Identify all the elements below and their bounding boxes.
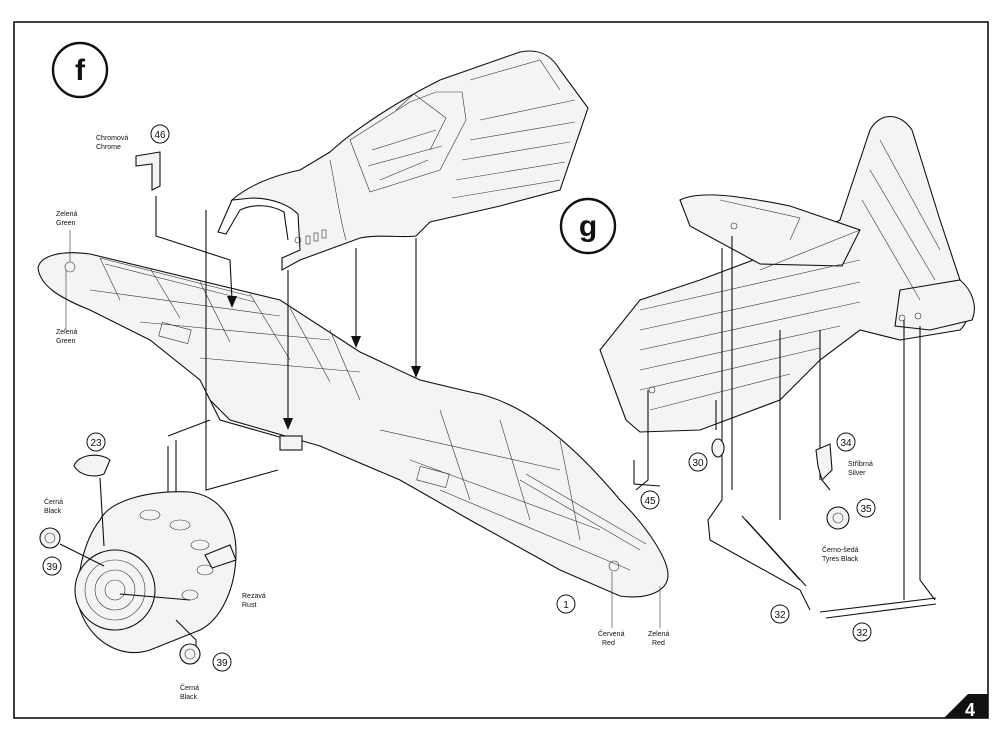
svg-text:f: f (75, 54, 86, 87)
step-f-badge: f (51, 41, 109, 99)
svg-text:Chrome: Chrome (96, 144, 121, 151)
svg-text:4: 4 (965, 700, 975, 720)
svg-text:Black: Black (44, 508, 62, 515)
tail-assembly-part (599, 115, 975, 433)
part-34: 34 (815, 432, 856, 491)
svg-text:30: 30 (692, 458, 704, 469)
wing-part (37, 252, 669, 598)
part-45: 45 (633, 460, 661, 510)
svg-text:Green: Green (56, 220, 76, 227)
assembly-lines-g (635, 236, 937, 619)
engine-cowling-part (74, 491, 237, 654)
svg-text:Rezavá: Rezavá (242, 593, 266, 600)
svg-text:45: 45 (644, 496, 656, 507)
svg-text:34: 34 (840, 438, 852, 449)
svg-text:Černo-šedá: Černo-šedá (822, 545, 859, 554)
part-30: 30 (688, 438, 725, 472)
svg-text:39: 39 (216, 658, 228, 669)
svg-text:35: 35 (860, 504, 872, 515)
svg-text:Černá: Černá (44, 497, 63, 506)
svg-text:Black: Black (180, 694, 198, 701)
part-23: 23 (73, 432, 111, 547)
svg-text:Chromová: Chromová (96, 135, 128, 142)
page-frame (13, 21, 989, 719)
svg-text:32: 32 (856, 628, 868, 639)
page-number-badge: 4 (944, 694, 988, 720)
svg-text:46: 46 (154, 130, 166, 141)
svg-text:Černá: Černá (180, 683, 199, 692)
step-g-badge: g (559, 197, 617, 255)
svg-text:39: 39 (46, 562, 58, 573)
part-39-rings: 39 39 (39, 527, 232, 672)
svg-text:Zelená: Zelená (56, 329, 78, 336)
callout-1: 1 (556, 594, 576, 614)
svg-text:1: 1 (563, 600, 569, 611)
fuselage-part (217, 50, 589, 271)
part-46: 46 (135, 124, 170, 191)
paint-labels-g: Stříbrná Silver Černo-šedá Tyres Black (822, 461, 873, 563)
svg-text:Červená: Červená (598, 629, 625, 638)
paint-labels-f: Chromová Chrome Zelená Green Zelená Gree… (44, 135, 670, 701)
svg-text:23: 23 (90, 438, 102, 449)
svg-text:Silver: Silver (848, 470, 866, 477)
svg-text:g: g (579, 210, 597, 243)
svg-text:Rust: Rust (242, 602, 256, 609)
svg-text:Zelená: Zelená (648, 631, 670, 638)
svg-text:Red: Red (652, 640, 665, 647)
svg-text:Stříbrná: Stříbrná (848, 461, 873, 468)
svg-text:Red: Red (602, 640, 615, 647)
svg-text:Green: Green (56, 338, 76, 345)
svg-text:Tyres Black: Tyres Black (822, 556, 859, 563)
part-35: 35 (826, 498, 876, 530)
svg-text:Zelená: Zelená (56, 211, 78, 218)
callout-32: 32 32 (770, 604, 872, 642)
svg-text:32: 32 (774, 610, 786, 621)
